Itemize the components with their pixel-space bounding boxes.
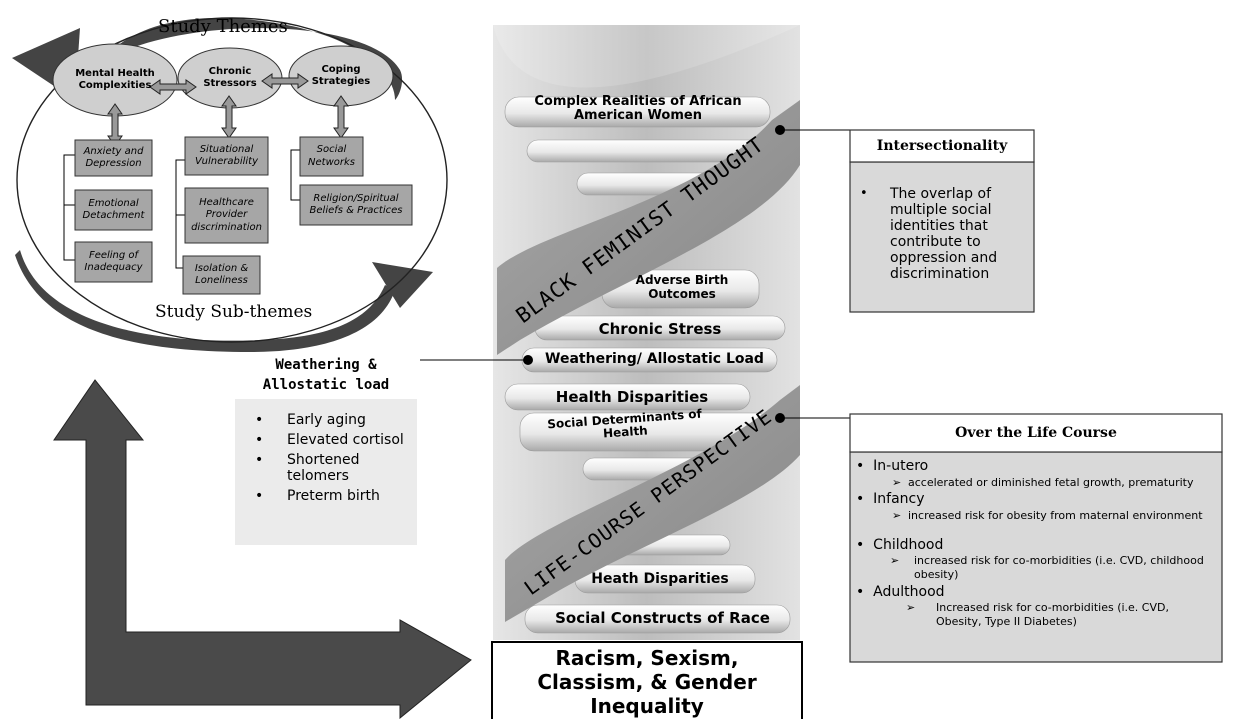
subtheme-provider-discrimination: Healthcare Provider discrimination <box>191 196 262 233</box>
connector-dot <box>523 355 533 365</box>
rung-chronic-stress: Chronic Stress <box>598 320 722 338</box>
intersectionality-title: Intersectionality <box>876 138 1008 154</box>
rung-weathering: Weathering/ Allostatic Load <box>545 351 764 367</box>
rung-social-constructs: Social Constructs of Race <box>555 609 770 627</box>
theme-coping: Coping Strategies <box>311 64 371 87</box>
intersectionality-text: The overlap of multiple social identitie… <box>890 186 998 283</box>
stage-childhood: • Childhood ➢increased risk for co-morbi… <box>856 536 1204 581</box>
subtheme-box <box>74 139 153 177</box>
connector-dot <box>775 413 785 423</box>
weathering-item: •Early aging <box>255 412 366 428</box>
theme-mental-health: Mental Health Complexities <box>75 68 155 91</box>
weathering-item: •Shortened telomers <box>255 452 360 485</box>
curved-arrow-bottom <box>15 250 395 352</box>
rung-bar <box>504 96 771 128</box>
subtheme-isolation: Isolation & Loneliness <box>194 262 249 287</box>
helix-band-bottom <box>505 385 800 622</box>
subtheme-social-networks: Social Networks <box>308 144 355 168</box>
subtheme-religion: Religion/Spiritual Beliefs & Practices <box>309 192 403 217</box>
stage-infancy: • Infancy ➢increased risk for obesity fr… <box>856 491 1203 522</box>
study-subthemes-title: Study Sub-themes <box>155 302 313 322</box>
subtheme-box <box>184 187 269 244</box>
helix-rungs <box>504 96 791 634</box>
curved-arrow-bottom-head <box>372 262 433 308</box>
rung-health-disparities: Health Disparities <box>555 388 709 406</box>
subtheme-detachment: Emotional Detachment <box>82 197 145 222</box>
intersectionality-bullet: • <box>860 186 868 201</box>
rung-bar <box>504 383 751 411</box>
connector-dot <box>775 125 785 135</box>
study-themes-title: Study Themes <box>158 16 288 37</box>
double-arrow <box>221 95 237 139</box>
subtheme-box <box>184 136 269 176</box>
subtheme-vulnerability: Situational Vulnerability <box>194 143 259 168</box>
rung-adverse-birth: Adverse Birth Outcomes <box>635 273 729 301</box>
rung-bar <box>524 604 791 634</box>
subtheme-box <box>182 255 261 295</box>
curved-arrow-top <box>80 17 403 101</box>
weathering-item: •Preterm birth <box>255 488 380 505</box>
weathering-item: •Elevated cortisol <box>255 432 404 449</box>
subtheme-box <box>299 184 413 226</box>
theme-chronic-stressors: Chronic Stressors <box>203 66 257 89</box>
weathering-title: Weathering & Allostatic load <box>262 357 390 393</box>
subtheme-box <box>74 189 153 231</box>
study-ellipse <box>16 17 448 343</box>
stage-in-utero: • In-utero ➢accelerated or diminished fe… <box>856 458 1194 489</box>
l-arrow <box>53 379 472 719</box>
double-arrow <box>261 73 309 89</box>
life-course-title: Over the Life Course <box>955 425 1117 441</box>
weathering-list: •Early aging •Elevated cortisol •Shorten… <box>255 412 405 504</box>
life-course-stages: • In-utero ➢accelerated or diminished fe… <box>856 458 1214 629</box>
double-arrow <box>149 79 197 95</box>
subtheme-box <box>74 241 153 283</box>
subtheme-anxiety: Anxiety and Depression <box>83 145 144 170</box>
rung-complex-realities: Complex Realities of African American Wo… <box>534 94 742 124</box>
stage-adulthood: • Adulthood ➢Increased risk for co-morbi… <box>856 583 1169 628</box>
double-arrow <box>333 95 349 139</box>
helix-band-top <box>497 100 800 355</box>
base-racism-box: Racism, Sexism, Classism, & Gender Inequ… <box>537 646 757 718</box>
subtheme-box <box>299 136 364 177</box>
rung-heath-disparities: Heath Disparities <box>591 571 729 587</box>
subtheme-inadequacy: Feeling of Inadequacy <box>84 249 143 274</box>
